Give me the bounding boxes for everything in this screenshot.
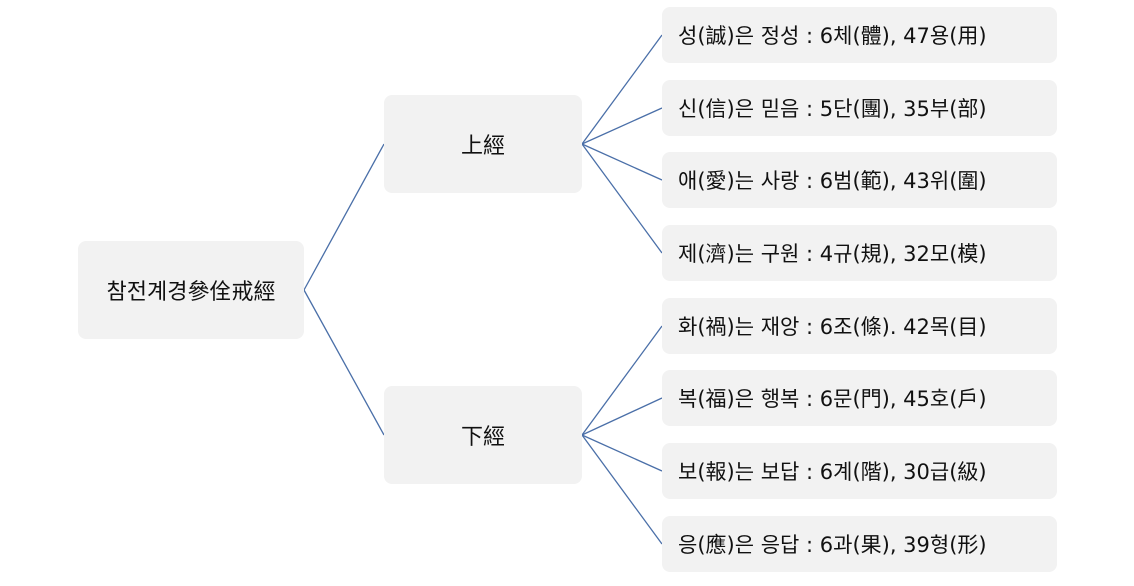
connector-upper-leaf-3 xyxy=(581,143,663,181)
branch-node-upper: 上經 xyxy=(384,95,582,193)
connector-lower-leaf-4 xyxy=(581,434,663,545)
leaf-node-lower-4: 응(應)은 응답 : 6과(果), 39형(形) xyxy=(662,516,1057,572)
leaf-node-lower-3: 보(報)는 보답 : 6계(階), 30급(級) xyxy=(662,443,1057,499)
connector-upper-leaf-4 xyxy=(581,143,663,254)
leaf-node-label: 보(報)는 보답 : 6계(階), 30급(級) xyxy=(678,460,987,484)
connector-lower-leaf-3 xyxy=(581,434,663,472)
leaf-node-label: 애(愛)는 사랑 : 6범(範), 43위(圍) xyxy=(678,169,987,193)
leaf-node-label: 복(福)은 행복 : 6문(門), 45호(戶) xyxy=(678,387,987,411)
root-node: 참전계경參佺戒經 xyxy=(78,241,304,339)
leaf-node-upper-1: 성(誠)은 정성 : 6체(體), 47용(用) xyxy=(662,7,1057,63)
connector-upper-leaf-1 xyxy=(581,34,663,145)
branch-node-lower-label: 下經 xyxy=(460,425,505,450)
connector-lower-leaf-1 xyxy=(581,325,663,436)
connector-upper-leaf-2 xyxy=(581,107,663,145)
leaf-node-label: 화(禍)는 재앙 : 6조(條). 42목(目) xyxy=(678,315,987,339)
leaf-node-upper-3: 애(愛)는 사랑 : 6범(範), 43위(圍) xyxy=(662,152,1057,208)
leaf-node-label: 응(應)은 응답 : 6과(果), 39형(形) xyxy=(678,533,987,557)
leaf-node-lower-1: 화(禍)는 재앙 : 6조(條). 42목(目) xyxy=(662,298,1057,354)
root-node-label: 참전계경參佺戒經 xyxy=(106,280,276,305)
branch-node-lower: 下經 xyxy=(384,386,582,484)
connector-root-to-upper xyxy=(303,143,385,291)
leaf-node-label: 제(濟)는 구원 : 4규(規), 32모(模) xyxy=(678,242,987,266)
connector-lower-leaf-2 xyxy=(581,397,663,436)
connector-root-to-lower xyxy=(303,289,385,436)
leaf-node-label: 신(信)은 믿음 : 5단(團), 35부(部) xyxy=(678,97,987,121)
leaf-node-lower-2: 복(福)은 행복 : 6문(門), 45호(戶) xyxy=(662,370,1057,426)
branch-node-upper-label: 上經 xyxy=(460,134,505,159)
leaf-node-upper-4: 제(濟)는 구원 : 4규(規), 32모(模) xyxy=(662,225,1057,281)
leaf-node-label: 성(誠)은 정성 : 6체(體), 47용(用) xyxy=(678,24,987,48)
leaf-node-upper-2: 신(信)은 믿음 : 5단(團), 35부(部) xyxy=(662,80,1057,136)
